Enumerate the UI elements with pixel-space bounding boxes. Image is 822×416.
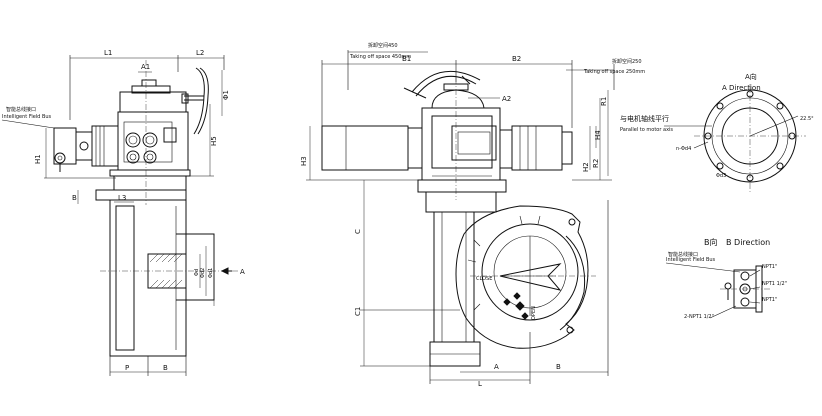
dim-h2: H2 <box>582 162 590 172</box>
dim-phi1: Φ1 <box>222 90 230 100</box>
dim-a1: A1 <box>141 63 150 71</box>
dim-a-bottom: A <box>494 363 499 371</box>
dim-r2: R2 <box>592 159 600 168</box>
b-npt-bot: NPT1" <box>762 297 777 303</box>
b-fieldbus-en: Intelligent Field Bus <box>666 257 716 263</box>
arrow-a-label: A <box>240 268 245 276</box>
dim-l: L <box>478 380 482 388</box>
front-view: 拆卸空间450 Taking off space 450mm 拆卸空间250 T… <box>300 42 645 388</box>
dim-b1: B1 <box>402 55 411 63</box>
a-direction-view: A向 A Direction 与电机轴线平行 Parallel to motor… <box>620 72 814 192</box>
b-direction-view: B向 B Direction 智能总线接口 Intelligent Field … <box>665 237 787 320</box>
dial-close-label: CLOSE <box>476 276 492 282</box>
a-parallel-cn: 与电机轴线平行 <box>620 114 669 123</box>
dim-c1: C1 <box>354 307 362 316</box>
dim-phi-d2: Φd2 <box>200 268 206 278</box>
dim-b2: B2 <box>512 55 521 63</box>
b-npt-top: NPT1" <box>762 264 777 270</box>
takeoff-left-cn: 拆卸空间450 <box>368 42 398 49</box>
a-holes: n-Φd4 <box>676 146 691 152</box>
a-title-cn: A向 <box>745 72 757 81</box>
a-bolt-holes <box>704 90 796 182</box>
gear-dial: CLOSE OPEN <box>455 205 596 349</box>
dim-l3: L3 <box>118 194 126 202</box>
takeoff-left-en: Taking off space 450mm <box>349 54 411 60</box>
b-title-cn: B向 <box>704 237 718 247</box>
b-fieldbus-cn: 智能总线接口 <box>668 251 698 258</box>
b-title-en: B Direction <box>726 238 770 247</box>
dial-open-label: OPEN <box>531 306 537 320</box>
a-phi-d3: Φd3 <box>716 173 726 179</box>
left-side-view: L1 L2 A1 <box>1 49 245 376</box>
dim-c: C <box>354 229 362 234</box>
left-fieldbus-en: Intelligent Field Bus <box>2 114 52 120</box>
a-angle: 22.5° <box>800 116 814 122</box>
dim-p: P <box>125 364 129 372</box>
dim-h5: H5 <box>210 136 218 146</box>
a-title-en: A Direction <box>722 84 761 92</box>
dim-b-bottom: B <box>163 364 168 372</box>
b-npt-mid: NPT1 1/2" <box>762 281 787 287</box>
dim-h4: H4 <box>594 130 602 140</box>
left-fieldbus-cn: 智能总线接口 <box>6 106 36 113</box>
dim-phi-d: Φd <box>194 269 200 276</box>
takeoff-right-cn: 拆卸空间250 <box>612 58 642 65</box>
dim-l1: L1 <box>104 49 112 57</box>
dim-b: B <box>72 194 77 202</box>
b-npt-left: 2-NPT1 1/2" <box>684 314 714 320</box>
dim-l2: L2 <box>196 49 204 57</box>
dim-b-center: B <box>556 363 561 371</box>
takeoff-right-en: Taking off space 250mm <box>583 69 645 75</box>
dim-a2: A2 <box>502 95 511 103</box>
handwheel-side <box>181 67 209 135</box>
handwheel-front <box>403 70 481 99</box>
hatch-sleeve <box>149 253 183 289</box>
dim-phi-d1: Φd1 <box>208 268 214 278</box>
dim-r1: R1 <box>600 97 608 106</box>
a-parallel-en: Parallel to motor axis <box>620 127 673 133</box>
dim-h1: H1 <box>34 154 42 164</box>
dim-h3: H3 <box>300 156 308 166</box>
